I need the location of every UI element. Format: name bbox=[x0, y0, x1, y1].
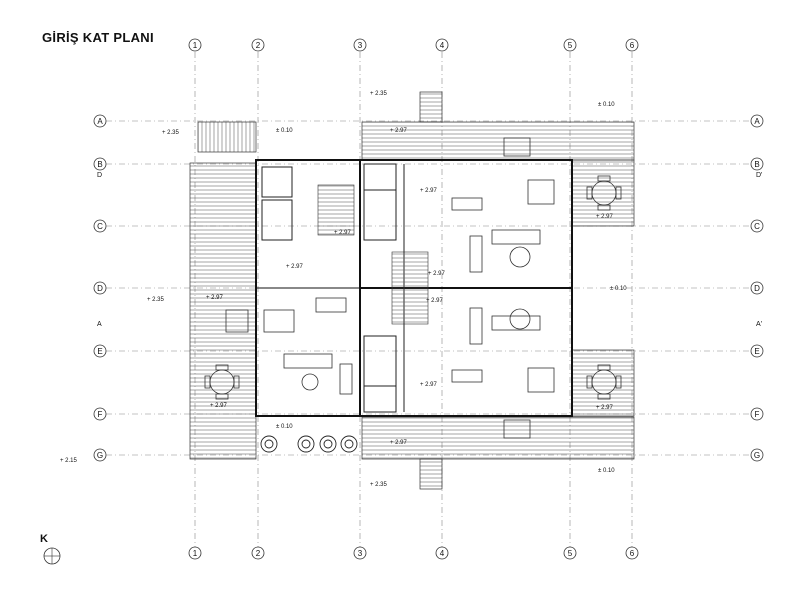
row-label-g: G bbox=[97, 451, 103, 460]
row-label-c: C bbox=[97, 222, 103, 231]
level-ground-top-right: ± 0.10 bbox=[598, 102, 615, 108]
coffee-table bbox=[509, 308, 531, 330]
kitchen-island bbox=[315, 297, 347, 313]
north-arrow: K bbox=[38, 533, 66, 569]
col-label-6: 6 bbox=[630, 41, 635, 50]
col-label-4: 4 bbox=[440, 41, 445, 50]
coffee-table bbox=[509, 246, 531, 268]
level-annotations: + 2.35 + 2.35 + 2.35 + 2.35 + 2.15 ± 0.1… bbox=[60, 91, 627, 488]
top-left-steps bbox=[197, 121, 257, 153]
section-mark-a-right: A' bbox=[756, 321, 762, 328]
level-ground-bottom-left: ± 0.10 bbox=[276, 424, 293, 430]
level-bottom-stair: + 2.35 bbox=[370, 482, 388, 488]
col-label-4-bottom: 4 bbox=[440, 549, 445, 558]
north-label: K bbox=[40, 533, 48, 545]
sofa bbox=[469, 235, 483, 273]
level-floor-9: + 2.97 bbox=[210, 403, 228, 409]
col-label-6-bottom: 6 bbox=[630, 549, 635, 558]
terrace-decks bbox=[189, 91, 635, 490]
section-mark-a-left: A bbox=[97, 321, 102, 328]
outdoor-table bbox=[503, 137, 531, 157]
level-floor-7: + 2.97 bbox=[426, 298, 444, 304]
stairs bbox=[317, 184, 429, 325]
dining-table bbox=[527, 179, 555, 205]
bottom-deck bbox=[361, 416, 635, 460]
dining-table bbox=[527, 367, 555, 393]
level-ground-left: ± 0.10 bbox=[276, 128, 293, 134]
col-label-3: 3 bbox=[358, 41, 363, 50]
sofa bbox=[339, 363, 353, 395]
level-floor-3: + 2.97 bbox=[596, 214, 614, 220]
col-label-1-bottom: 1 bbox=[193, 549, 198, 558]
row-label-b: B bbox=[97, 160, 102, 169]
kitchen-island bbox=[451, 197, 483, 211]
bottom-stair-block bbox=[419, 458, 443, 490]
section-marks: D D' A A' bbox=[97, 172, 762, 328]
plan-title: GİRİŞ KAT PLANI bbox=[42, 30, 154, 45]
level-floor-2: + 2.97 bbox=[420, 188, 438, 194]
left-deck bbox=[189, 162, 257, 460]
row-label-d-right: D bbox=[754, 284, 760, 293]
outdoor-table bbox=[503, 419, 531, 439]
row-label-a: A bbox=[97, 117, 103, 126]
dining-table bbox=[263, 309, 295, 333]
col-label-3-bottom: 3 bbox=[358, 549, 363, 558]
sofa bbox=[469, 307, 483, 345]
row-label-g-right: G bbox=[754, 451, 760, 460]
level-floor-1: + 2.97 bbox=[390, 128, 408, 134]
level-floor-4: + 2.97 bbox=[334, 230, 352, 236]
sofa bbox=[283, 353, 333, 369]
level-floor-11: + 2.97 bbox=[420, 382, 438, 388]
level-floor-12: + 2.97 bbox=[390, 440, 408, 446]
top-deck bbox=[361, 121, 635, 161]
north-icon bbox=[43, 547, 61, 565]
row-label-a-right: A bbox=[754, 117, 760, 126]
kitchen-island bbox=[451, 369, 483, 383]
furniture bbox=[225, 137, 555, 439]
level-floor-6: + 2.97 bbox=[428, 271, 446, 277]
grid-labels: 1 2 3 4 5 6 1 2 3 4 5 6 A B C D E F G A … bbox=[97, 41, 760, 558]
row-label-f-right: F bbox=[755, 410, 760, 419]
col-label-5: 5 bbox=[568, 41, 573, 50]
row-label-b-right: B bbox=[754, 160, 759, 169]
sofa bbox=[491, 315, 541, 331]
row-label-e-right: E bbox=[754, 347, 759, 356]
level-floor-5: + 2.97 bbox=[286, 264, 304, 270]
level-left-bottom: + 2.15 bbox=[60, 458, 78, 464]
col-label-5-bottom: 5 bbox=[568, 549, 573, 558]
level-left-top: + 2.35 bbox=[162, 130, 180, 136]
level-top-stair: + 2.35 bbox=[370, 91, 388, 97]
level-floor-8: + 2.97 bbox=[206, 295, 224, 301]
row-label-e: E bbox=[97, 347, 102, 356]
grid-bubbles bbox=[93, 38, 764, 560]
row-label-f: F bbox=[98, 410, 103, 419]
bench bbox=[225, 309, 249, 333]
top-stair-block bbox=[419, 91, 443, 123]
level-floor-10: + 2.97 bbox=[596, 405, 614, 411]
col-label-2: 2 bbox=[256, 41, 261, 50]
row-label-d: D bbox=[97, 284, 103, 293]
col-label-1: 1 bbox=[193, 41, 198, 50]
section-mark-d-right: D' bbox=[756, 172, 762, 179]
coffee-table bbox=[301, 373, 319, 391]
level-ground-right-mid: ± 0.10 bbox=[610, 286, 627, 292]
row-label-c-right: C bbox=[754, 222, 760, 231]
sofa bbox=[491, 229, 541, 245]
col-label-2-bottom: 2 bbox=[256, 549, 261, 558]
section-mark-d-left: D bbox=[97, 172, 102, 179]
outdoor-round-tables bbox=[204, 175, 622, 400]
level-ground-bottom-right: ± 0.10 bbox=[598, 468, 615, 474]
right-deck-bottom bbox=[571, 349, 635, 417]
trees bbox=[260, 435, 358, 453]
level-left-mid: + 2.35 bbox=[147, 297, 165, 303]
